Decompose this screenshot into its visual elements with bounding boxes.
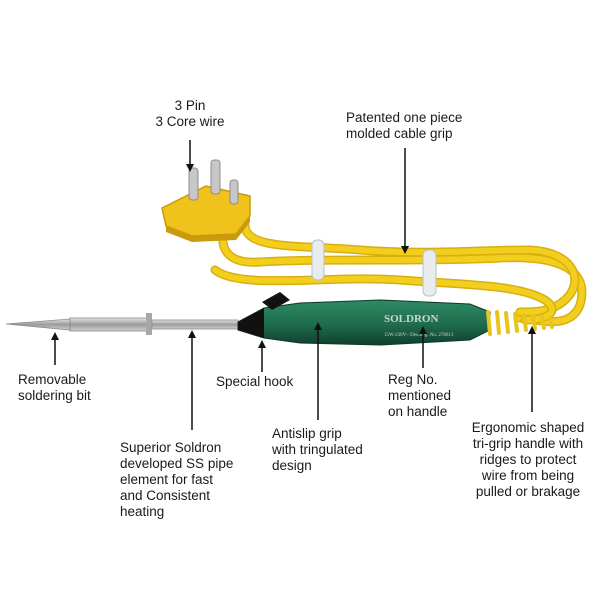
soldering-bit bbox=[5, 313, 152, 335]
label-ergonomic-handle: Ergonomic shaped tri-grip handle with ri… bbox=[471, 420, 585, 499]
handle: SOLDRON 15W-230V~ Des.Reg. No. 278613 bbox=[237, 292, 554, 346]
cable-tie bbox=[311, 239, 437, 297]
callout-pointers bbox=[51, 140, 536, 430]
label-reg-no: Reg No. mentioned on handle bbox=[388, 372, 452, 419]
brand-text: SOLDRON bbox=[384, 313, 438, 325]
special-hook bbox=[262, 292, 290, 310]
label-cable-grip: Patented one piece molded cable grip bbox=[346, 110, 463, 141]
label-special-hook: Special hook bbox=[216, 374, 294, 389]
handle-print: 15W-230V~ Des.Reg. No. 278613 bbox=[384, 333, 454, 338]
yellow-cable bbox=[210, 205, 587, 327]
label-antislip-grip: Antislip grip with tringulated design bbox=[272, 426, 363, 473]
label-ss-pipe: Superior Soldron developed SS pipe eleme… bbox=[120, 440, 234, 519]
tri-grip-ridges bbox=[486, 310, 554, 336]
label-soldering-bit: Removable soldering bit bbox=[18, 372, 91, 403]
label-three-pin: 3 Pin 3 Core wire bbox=[155, 98, 225, 129]
ss-pipe-element bbox=[151, 319, 239, 330]
three-pin-plug bbox=[161, 159, 251, 242]
